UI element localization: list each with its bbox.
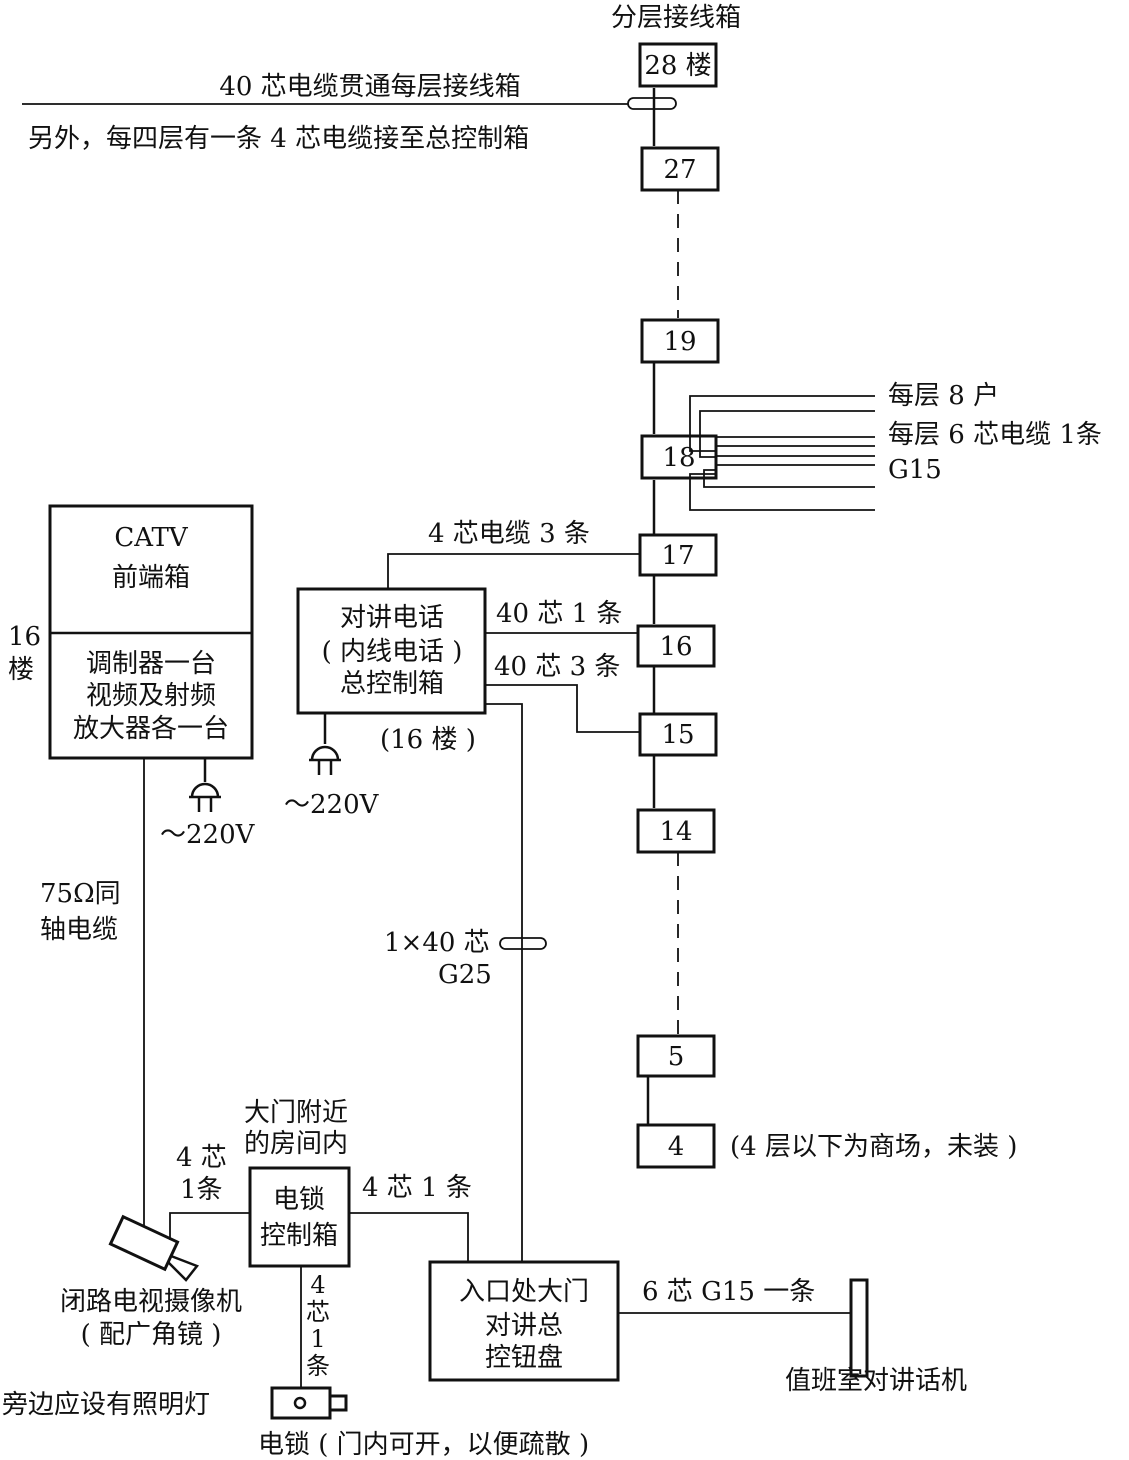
cable-40x1-label: 40 芯 1 条 <box>496 599 622 629</box>
floor-box-4: 4 <box>636 1123 716 1169</box>
panel-label-c: 控钮盘 <box>485 1343 563 1373</box>
floor-box-19: 19 <box>640 318 720 364</box>
lock-to-panel-line <box>349 1212 469 1262</box>
floor-label-27: 27 <box>663 155 696 185</box>
gate-room-label-a: 大门附近 <box>244 1098 348 1128</box>
intercom-label-2: ( 内线电话 ) <box>322 637 463 667</box>
g15-label: G15 <box>888 455 942 485</box>
cable-4x3-label: 4 芯电缆 3 条 <box>428 519 590 549</box>
lighting-note-label: 旁边应设有照明灯 <box>2 1390 210 1420</box>
panel-label-a: 入口处大门 <box>459 1277 589 1307</box>
per-floor-cable-label: 每层 6 芯电缆 1条 <box>888 420 1102 450</box>
cable-note-label: 另外，每四层有一条 4 芯电缆接至总控制箱 <box>28 124 529 154</box>
lock-box-label-a: 电锁 <box>273 1185 325 1215</box>
electric-lock-icon <box>270 1386 348 1420</box>
floor-box-27: 27 <box>640 146 720 192</box>
duty-phone-label: 值班室对讲话机 <box>785 1366 967 1396</box>
camera-cable-line <box>169 1212 250 1240</box>
panel-cable-label: 6 芯 G15 一条 <box>642 1277 815 1307</box>
conduit-oval-top <box>627 97 677 110</box>
power-catv-label: ～220V <box>160 820 256 850</box>
coax-label-b: 轴电缆 <box>40 915 118 945</box>
entrance-panel-box <box>428 1260 620 1382</box>
intercom-control-box <box>296 587 487 715</box>
plug-icon <box>189 758 221 812</box>
camera-icon <box>108 1214 200 1282</box>
duty-phone-icon <box>849 1278 869 1378</box>
households-label: 每层 8 户 <box>888 381 999 411</box>
floor-label-5: 5 <box>668 1042 685 1072</box>
floor-box-28: 28 楼 <box>638 42 718 88</box>
floor-label-4: 4 <box>668 1132 685 1162</box>
floor16-label-b: 楼 <box>8 655 34 685</box>
catv-label-2: 前端箱 <box>112 563 190 593</box>
lock-cable-label-4: 条 <box>306 1352 330 1380</box>
camera-cable-label-b: 1条 <box>180 1175 223 1205</box>
catv-sub-label-3: 放大器各一台 <box>73 714 229 744</box>
coax-label-a: 75Ω同 <box>40 879 121 909</box>
lock-cable-label-1: 4 <box>310 1271 325 1299</box>
intercom-floor-label: (16 楼 ) <box>380 725 476 755</box>
floor-label-14: 14 <box>659 817 692 847</box>
floor-box-16: 16 <box>636 624 716 668</box>
lock-cable-label-3: 1 <box>310 1325 325 1353</box>
floor-label-19: 19 <box>663 327 696 357</box>
camera-cable-label-a: 4 芯 <box>176 1143 227 1173</box>
cable-40x3-label: 40 芯 3 条 <box>494 652 620 682</box>
intercom-label-3: 总控制箱 <box>340 669 444 699</box>
panel-label-b: 对讲总 <box>485 1311 563 1341</box>
cable-4x3-line <box>387 553 640 589</box>
floor-box-15: 15 <box>638 712 718 757</box>
power-intercom-label: ～220V <box>284 790 380 820</box>
intercom-to-panel-line <box>485 703 523 1262</box>
intercom-label-1: 对讲电话 <box>340 603 444 633</box>
catv-sub-label-2: 视频及射频 <box>86 681 216 711</box>
conduit-label-b: G25 <box>438 960 492 990</box>
conduit-label-a: 1×40 芯 <box>384 928 490 958</box>
floor-box-14: 14 <box>636 808 716 854</box>
catv-sub-label-1: 调制器一台 <box>86 649 216 679</box>
cable-through-label: 40 芯电缆贯通每层接线箱 <box>219 72 520 102</box>
household-fanout <box>689 395 875 511</box>
conduit-oval-g25 <box>499 937 547 950</box>
floor-box-17: 17 <box>638 533 718 577</box>
catv-label-1: CATV <box>114 523 189 553</box>
lock-cable-label-2: 芯 <box>306 1298 330 1326</box>
lock-note-label: 电锁 ( 门内可开，以便疏散 ) <box>258 1430 589 1460</box>
floor4-note: (4 层以下为商场，未装 ) <box>730 1132 1017 1162</box>
camera-label-b: ( 配广角镜 ) <box>81 1320 222 1350</box>
floor16-label-a: 16 <box>8 622 41 652</box>
floor-label-17: 17 <box>661 541 694 571</box>
floor-label-28: 28 楼 <box>644 51 711 81</box>
lock-control-box <box>248 1166 351 1268</box>
floor-label-15: 15 <box>661 720 694 750</box>
cable-40x3-line <box>485 684 640 733</box>
lock-to-panel-label: 4 芯 1 条 <box>362 1173 472 1203</box>
plug-icon <box>309 713 341 775</box>
gate-room-label-b: 的房间内 <box>244 1129 348 1159</box>
top-box-title: 分层接线箱 <box>611 3 741 33</box>
floor-box-5: 5 <box>636 1034 716 1078</box>
camera-label-a: 闭路电视摄像机 <box>60 1287 242 1317</box>
floor-label-16: 16 <box>659 632 692 662</box>
floor-riser <box>646 88 679 1124</box>
lock-box-label-b: 控制箱 <box>260 1221 338 1251</box>
